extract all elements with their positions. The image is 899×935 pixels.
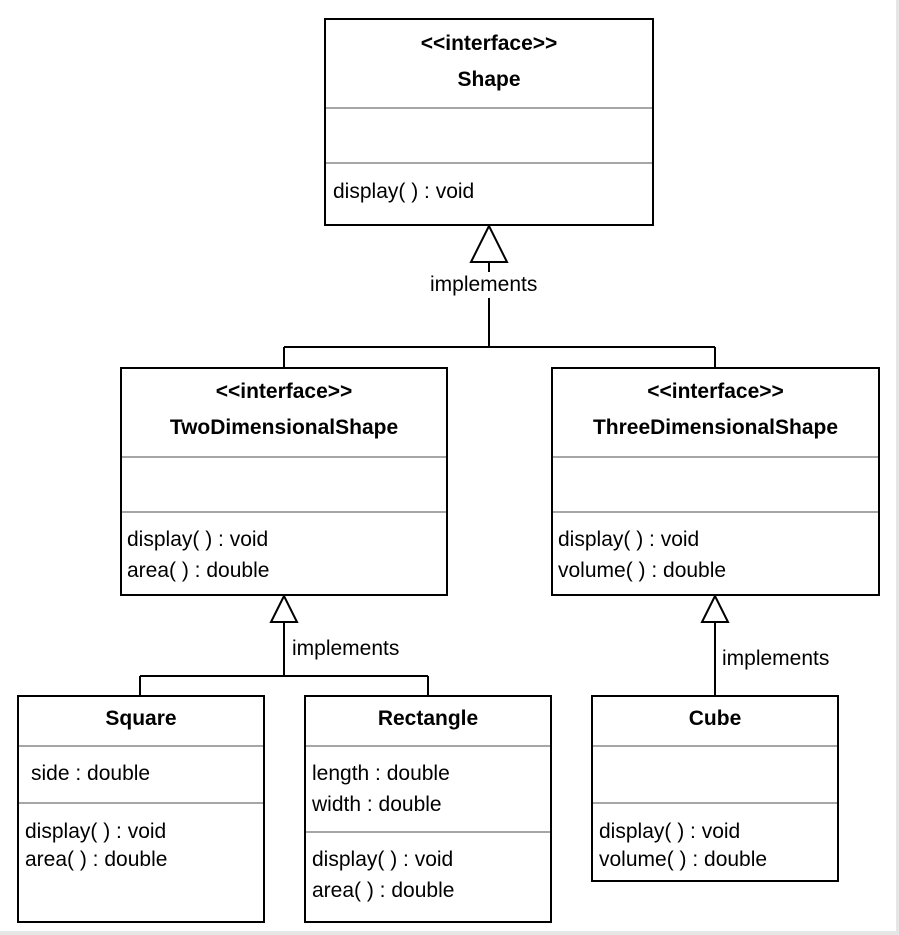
connector-twod-implements: [139, 622, 429, 696]
class-box-rectangle[interactable]: Rectangle length : double width : double…: [304, 695, 552, 923]
divider-methods: [19, 802, 263, 804]
method-display: display( ) : void: [333, 180, 475, 203]
relation-label-shape: implements: [430, 273, 538, 297]
class-name: Rectangle: [377, 707, 479, 730]
divider-attributes: [19, 745, 263, 747]
relation-label-twod: implements: [292, 637, 400, 661]
divider-methods: [306, 831, 550, 833]
method-area: area( ) : double: [127, 559, 270, 582]
method-display: display( ) : void: [25, 820, 167, 843]
attribute-width: width : double: [312, 793, 442, 816]
inheritance-arrow-shape: [469, 223, 509, 263]
connector-shape-implements: [283, 262, 716, 368]
method-volume: volume( ) : double: [558, 559, 727, 582]
method-area: area( ) : double: [312, 879, 455, 902]
divider-methods: [122, 511, 446, 513]
attribute-length: length : double: [312, 762, 450, 785]
divider-attributes: [306, 745, 550, 747]
stereotype-label: <<interface>>: [647, 380, 784, 403]
stereotype-label: <<interface>>: [420, 32, 558, 55]
class-name: Square: [105, 707, 177, 730]
class-box-shape[interactable]: <<interface>> Shape display( ) : void: [324, 18, 654, 226]
method-volume: volume( ) : double: [599, 848, 768, 871]
class-name: ThreeDimensionalShape: [592, 416, 839, 439]
inheritance-arrow-twod: [269, 593, 299, 623]
class-name: TwoDimensionalShape: [169, 416, 399, 439]
stereotype-label: <<interface>>: [215, 380, 353, 403]
inheritance-arrow-threed: [700, 593, 730, 623]
method-area: area( ) : double: [25, 848, 168, 871]
relation-label-threed: implements: [722, 647, 830, 671]
class-box-cube[interactable]: Cube display( ) : void volume( ) : doubl…: [591, 695, 839, 882]
attribute-side: side : double: [31, 762, 151, 785]
class-box-three-dimensional-shape[interactable]: <<interface>> ThreeDimensionalShape disp…: [551, 367, 880, 596]
divider-attributes: [122, 456, 446, 458]
method-display: display( ) : void: [558, 528, 700, 551]
class-box-two-dimensional-shape[interactable]: <<interface>> TwoDimensionalShape displa…: [120, 367, 448, 596]
method-display: display( ) : void: [599, 820, 741, 843]
method-display: display( ) : void: [127, 528, 269, 551]
method-display: display( ) : void: [312, 848, 454, 871]
divider-attributes: [553, 456, 878, 458]
canvas-edge-bottom: [0, 931, 899, 935]
divider-attributes: [593, 745, 837, 747]
divider-methods: [553, 511, 878, 513]
divider-attributes: [326, 107, 652, 109]
divider-methods: [593, 802, 837, 804]
canvas-edge-right: [896, 0, 899, 935]
class-name: Cube: [688, 707, 742, 730]
divider-methods: [326, 162, 652, 164]
class-name: Shape: [457, 68, 521, 91]
class-box-square[interactable]: Square side : double display( ) : void a…: [17, 695, 265, 923]
